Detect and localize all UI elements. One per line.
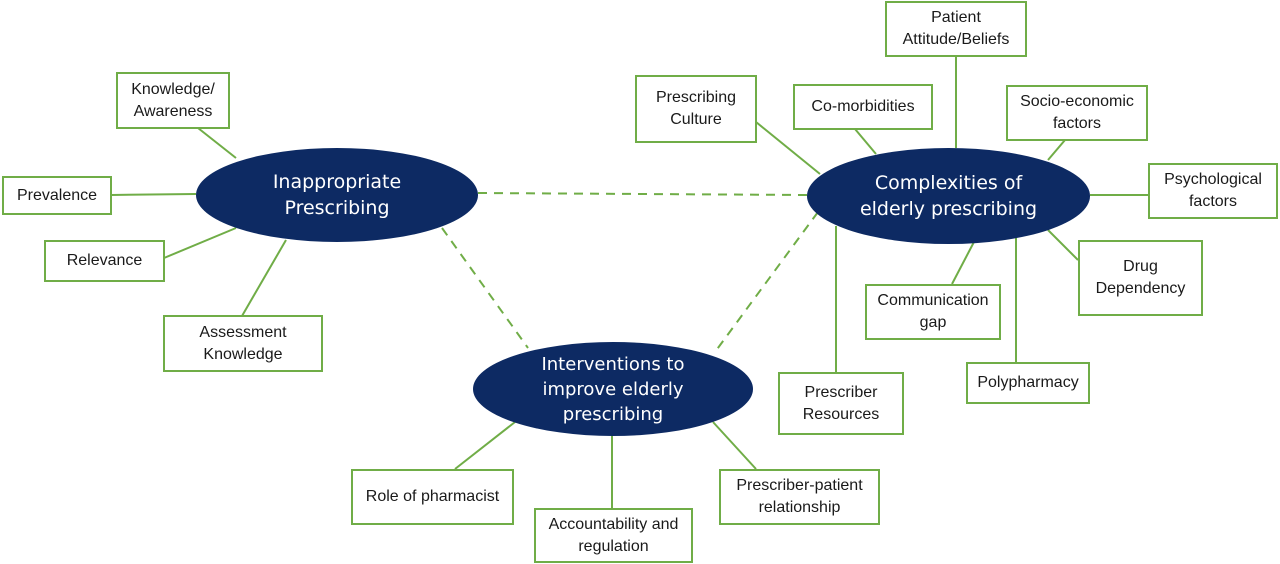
node-prescriber-patient-relationship: Prescriber-patient relationship [719,469,880,525]
node-label: Patient Attitude/Beliefs [902,9,1010,48]
node-label: Prescriber Resources [802,383,880,423]
connector-knowledge-awareness [197,127,237,159]
connector-socio-economic [1047,139,1066,161]
connector-assessment-knowledge [241,239,287,317]
node-label: Assessment Knowledge [199,323,287,363]
node-relevance: Relevance [44,240,165,282]
connector-prescribing-culture [755,121,821,175]
hub-label: Inappropriate Prescribing [272,171,402,219]
connector-inappropriate-complexities [477,192,809,196]
node-label: Co-morbidities [811,98,915,115]
hub-complexities-of-elderly-prescribing: Complexities of elderly prescribing [807,148,1090,244]
node-knowledge-awareness: Knowledge/ Awareness [116,72,230,129]
node-accountability-and-regulation: Accountability and regulation [534,508,693,563]
connector-inappropriate-interventions [441,227,529,349]
node-label: Socio-economic factors [1020,93,1134,132]
connector-co-morbidities [854,128,877,155]
node-patient-attitude-beliefs: Patient Attitude/Beliefs [885,1,1027,57]
node-label: Relevance [66,252,143,269]
connector-complexities-interventions [714,211,819,353]
node-label: Accountability and regulation [548,515,679,555]
node-label: Communication gap [877,292,989,331]
node-prescriber-resources: Prescriber Resources [778,372,904,435]
connector-relevance [163,227,237,259]
node-label: Psychological factors [1164,171,1262,210]
node-assessment-knowledge: Assessment Knowledge [163,315,323,372]
node-label: Drug Dependency [1095,258,1186,297]
node-socio-economic-factors: Socio-economic factors [1006,85,1148,141]
connector-drug-dependency [1047,229,1079,261]
node-role-of-pharmacist: Role of pharmacist [351,469,514,525]
connector-prevalence [110,193,197,196]
node-label: Prescriber-patient relationship [736,477,863,516]
hub-label: Complexities of elderly prescribing [859,172,1038,220]
connector-communication-gap [951,239,976,285]
node-label: Role of pharmacist [365,488,500,505]
connector-role-of-pharmacist [454,421,516,470]
hub-label: Interventions to improve elderly prescri… [541,353,685,425]
node-prevalence: Prevalence [2,176,112,215]
connector-prescriber-patient [712,421,757,470]
hub-interventions-to-improve-elderly-prescribing: Interventions to improve elderly prescri… [473,342,753,436]
node-co-morbidities: Co-morbidities [793,84,933,130]
hub-inappropriate-prescribing: Inappropriate Prescribing [196,148,478,242]
node-label: Prescribing Culture [655,89,737,128]
node-label: Prevalence [16,186,98,204]
node-drug-dependency: Drug Dependency [1078,240,1203,316]
node-communication-gap: Communication gap [865,284,1001,340]
node-prescribing-culture: Prescribing Culture [635,75,757,143]
node-label: Knowledge/ Awareness [131,80,215,120]
node-psychological-factors: Psychological factors [1148,163,1278,219]
node-label: Polypharmacy [977,374,1079,391]
node-polypharmacy: Polypharmacy [966,362,1090,404]
